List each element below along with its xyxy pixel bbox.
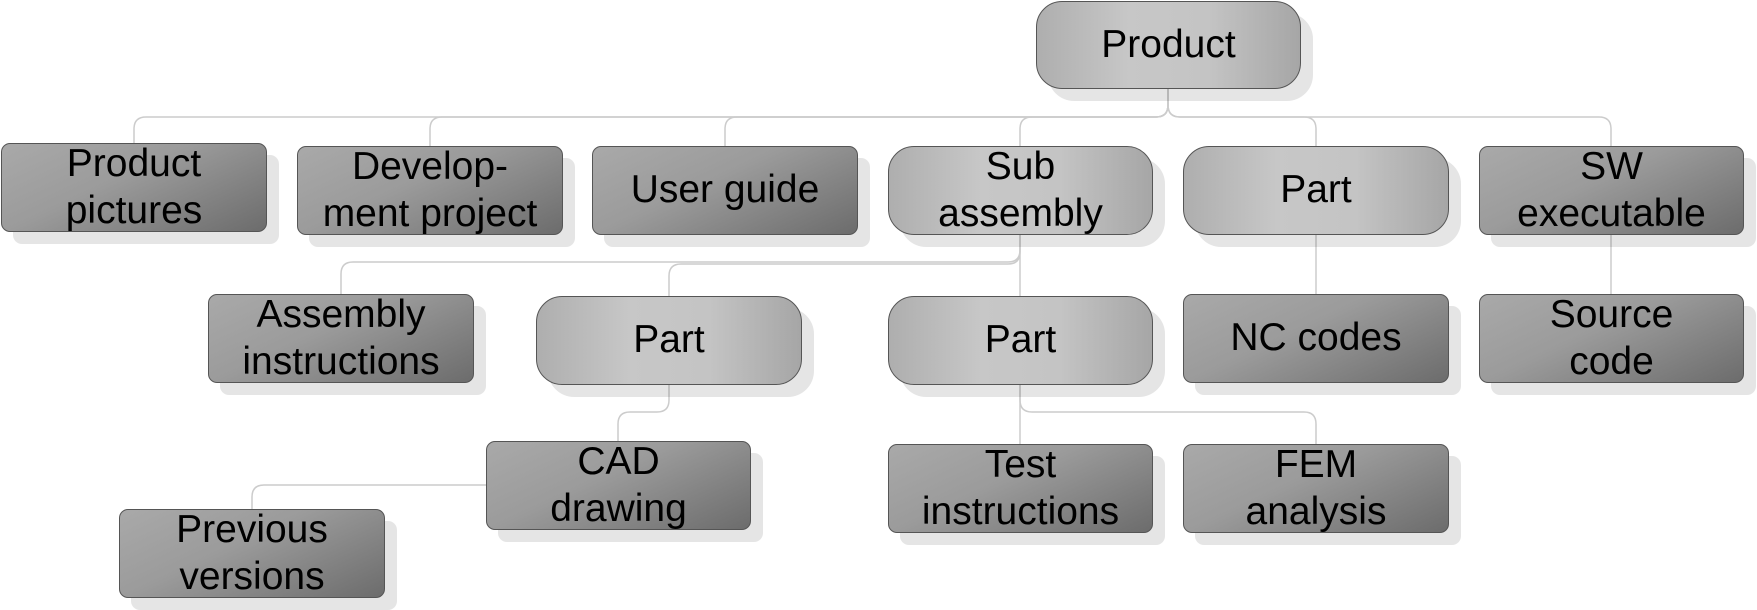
connector-product-to-sw-executable <box>1167 89 1612 146</box>
node-user-guide: User guide <box>592 146 858 235</box>
connector-product-to-sub-assembly <box>1019 89 1169 146</box>
node-label: Part <box>633 318 705 362</box>
node-label: Part <box>984 318 1057 362</box>
node-label: FEM analysis <box>1245 443 1387 533</box>
node-part-top: Part <box>1183 146 1449 235</box>
node-label: CAD drawing <box>550 440 687 530</box>
node-development-project: Develop- ment project <box>297 145 563 235</box>
node-label: SW executable <box>1517 145 1706 235</box>
node-label: Develop- ment project <box>322 145 538 235</box>
node-label: Part <box>1280 168 1352 212</box>
node-sub-assembly: Sub assembly <box>888 145 1153 235</box>
node-label: Product pictures <box>65 142 203 232</box>
node-sw-executable: SW executable <box>1479 145 1744 235</box>
connector-part-mid-to-fem-analysis <box>1019 385 1317 444</box>
node-part-left: Part <box>536 296 802 385</box>
node-label: Source code <box>1549 293 1674 383</box>
connector-part-left-to-cad-drawing <box>617 385 670 441</box>
node-label: Assembly instructions <box>242 293 440 383</box>
node-product: Product <box>1036 1 1301 89</box>
node-nc-codes: NC codes <box>1183 294 1449 383</box>
node-cad-drawing: CAD drawing <box>486 440 751 530</box>
node-test-instructions: Test instructions <box>888 443 1153 533</box>
node-fem-analysis: FEM analysis <box>1183 443 1449 533</box>
node-previous-versions: Previous versions <box>119 508 385 598</box>
node-part-mid: Part <box>888 296 1153 385</box>
node-product-pictures: Product pictures <box>1 142 267 232</box>
node-label: Sub assembly <box>938 145 1103 235</box>
node-label: User guide <box>630 168 820 212</box>
node-label: NC codes <box>1230 316 1402 360</box>
node-label: Test instructions <box>921 443 1120 533</box>
node-assembly-instructions: Assembly instructions <box>208 293 474 383</box>
node-label: Product <box>1101 22 1236 66</box>
node-source-code: Source code <box>1479 293 1744 383</box>
connector-cad-drawing-to-previous-versions <box>251 484 486 509</box>
node-label: Previous versions <box>176 508 328 598</box>
